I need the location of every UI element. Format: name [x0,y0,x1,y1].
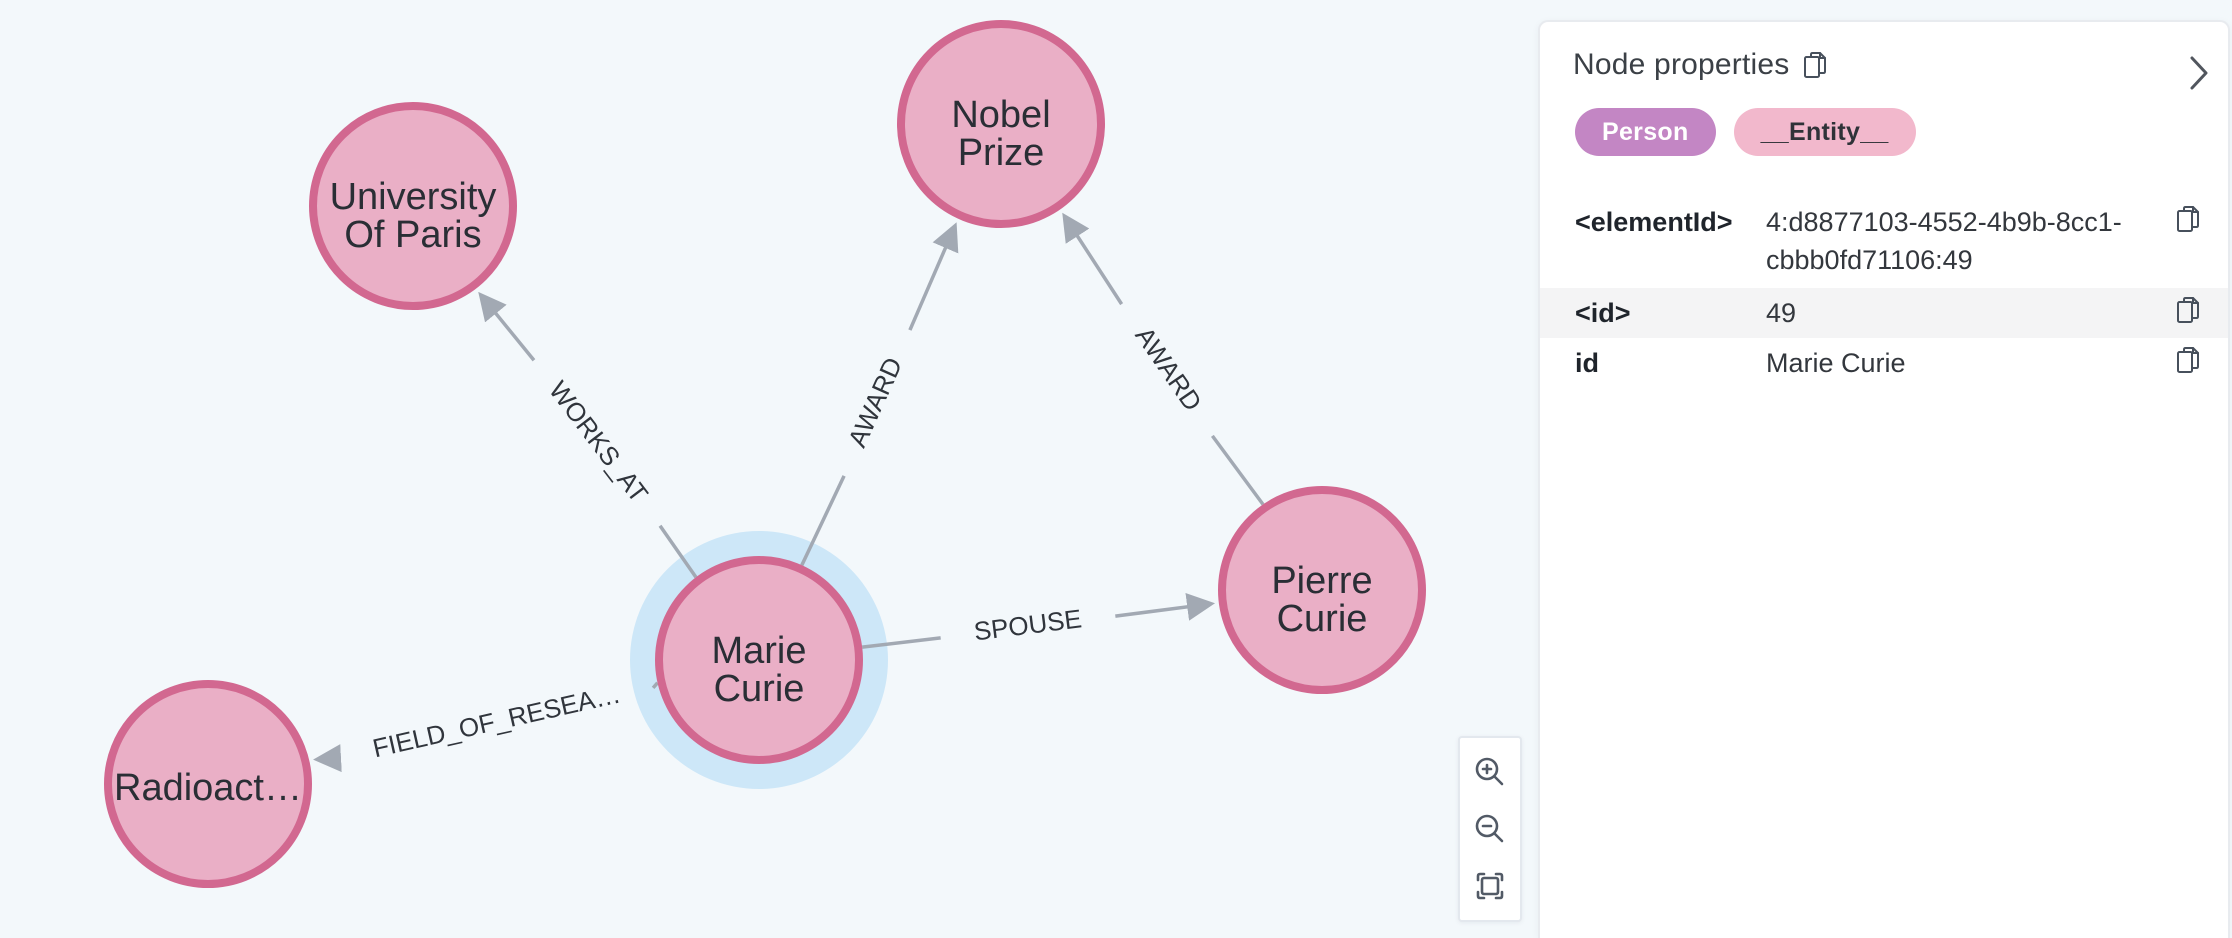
edge-FIELD_OF_RESEA…[interactable]: FIELD_OF_RESEA… [313,678,659,773]
relationship-label[interactable]: AWARD [1129,321,1208,416]
copy-value-button[interactable] [2176,294,2206,324]
edge-line [478,291,536,362]
node-caption: Curie [1277,598,1368,640]
node-caption: Nobel [951,94,1050,136]
chevron-right-icon [2190,56,2208,90]
zoom-toolbar [1458,736,1522,922]
label-badge-person: Person [1575,108,1716,156]
node-properties-panel: Node properties Person __Entity__ <eleme… [1538,20,2230,938]
edge-SPOUSE[interactable]: SPOUSE [861,592,1216,649]
node-caption: Pierre [1271,560,1372,602]
copy-all-properties-button[interactable] [1803,51,1827,79]
node-radioactivity[interactable]: Radioact… [104,680,312,888]
relationship-label[interactable]: AWARD [842,353,908,452]
property-key: <id> [1575,298,1631,328]
node-caption: Of Paris [344,214,481,256]
edge-AWARD[interactable]: AWARD [1062,212,1265,506]
property-value-line: cbbb0fd71106:49 [1766,245,1973,275]
property-value: 4:d8877103-4552-4b9b-8cc1- cbbb0fd71106:… [1766,203,2166,279]
property-value: 49 [1766,298,1797,328]
panel-title: Node properties [1573,48,1790,81]
relationship-label[interactable]: FIELD_OF_RESEA… [370,678,623,763]
edge-line [861,636,941,649]
node-caption: Radioact… [114,767,302,809]
zoom-out-button[interactable] [1462,801,1518,857]
node-circle[interactable] [897,20,1105,228]
node-circle[interactable] [1218,486,1426,694]
edge-line [658,524,698,579]
edge-WORKS_AT[interactable]: WORKS_AT [478,291,698,579]
fit-to-screen-button[interactable] [1462,858,1518,914]
node-caption: University [330,176,497,218]
property-value: Marie Curie [1766,348,1906,378]
node-labels-row: Person __Entity__ [1540,82,2228,156]
edge-line [1115,592,1216,621]
fit-to-screen-icon [1476,872,1504,899]
node-circle[interactable] [104,680,312,888]
property-key: <elementId> [1575,207,1733,237]
node-caption: Marie [711,630,806,672]
property-value-line: 4:d8877103-4552-4b9b-8cc1- [1766,207,2122,237]
edge-line [651,681,659,690]
relationship-label[interactable]: SPOUSE [972,603,1083,646]
panel-header: Node properties [1540,22,2228,90]
zoom-out-icon [1475,814,1504,843]
node-circle[interactable] [309,102,517,310]
node-caption: Curie [714,668,805,710]
node-circle[interactable] [655,556,863,764]
zoom-in-icon [1475,758,1504,786]
edge-line [313,744,342,773]
relationship-label[interactable]: WORKS_AT [543,375,654,508]
zoom-in-button[interactable] [1462,744,1518,800]
node-caption: Prize [958,132,1045,174]
copy-icon [1804,52,1827,78]
copy-value-button[interactable] [2176,203,2206,233]
copy-value-button[interactable] [2176,344,2206,374]
collapse-panel-button[interactable] [2188,54,2210,92]
edge-line [800,475,846,566]
edge-line [1210,434,1265,506]
properties-table: <elementId> 4:d8877103-4552-4b9b-8cc1- c… [1540,194,2228,388]
property-key: id [1575,348,1599,378]
label-badge-entity: __Entity__ [1733,108,1916,156]
property-row-id-internal: <id> 49 [1540,288,2228,338]
property-row-id: id Marie Curie [1540,338,2228,388]
copy-icon [2177,206,2199,232]
edge-AWARD[interactable]: AWARD [800,222,959,566]
edge-line [1062,212,1124,306]
copy-icon [2177,297,2199,323]
copy-icon [2177,347,2199,373]
property-row-elementid: <elementId> 4:d8877103-4552-4b9b-8cc1- c… [1540,194,2228,288]
edge-line [908,222,959,331]
